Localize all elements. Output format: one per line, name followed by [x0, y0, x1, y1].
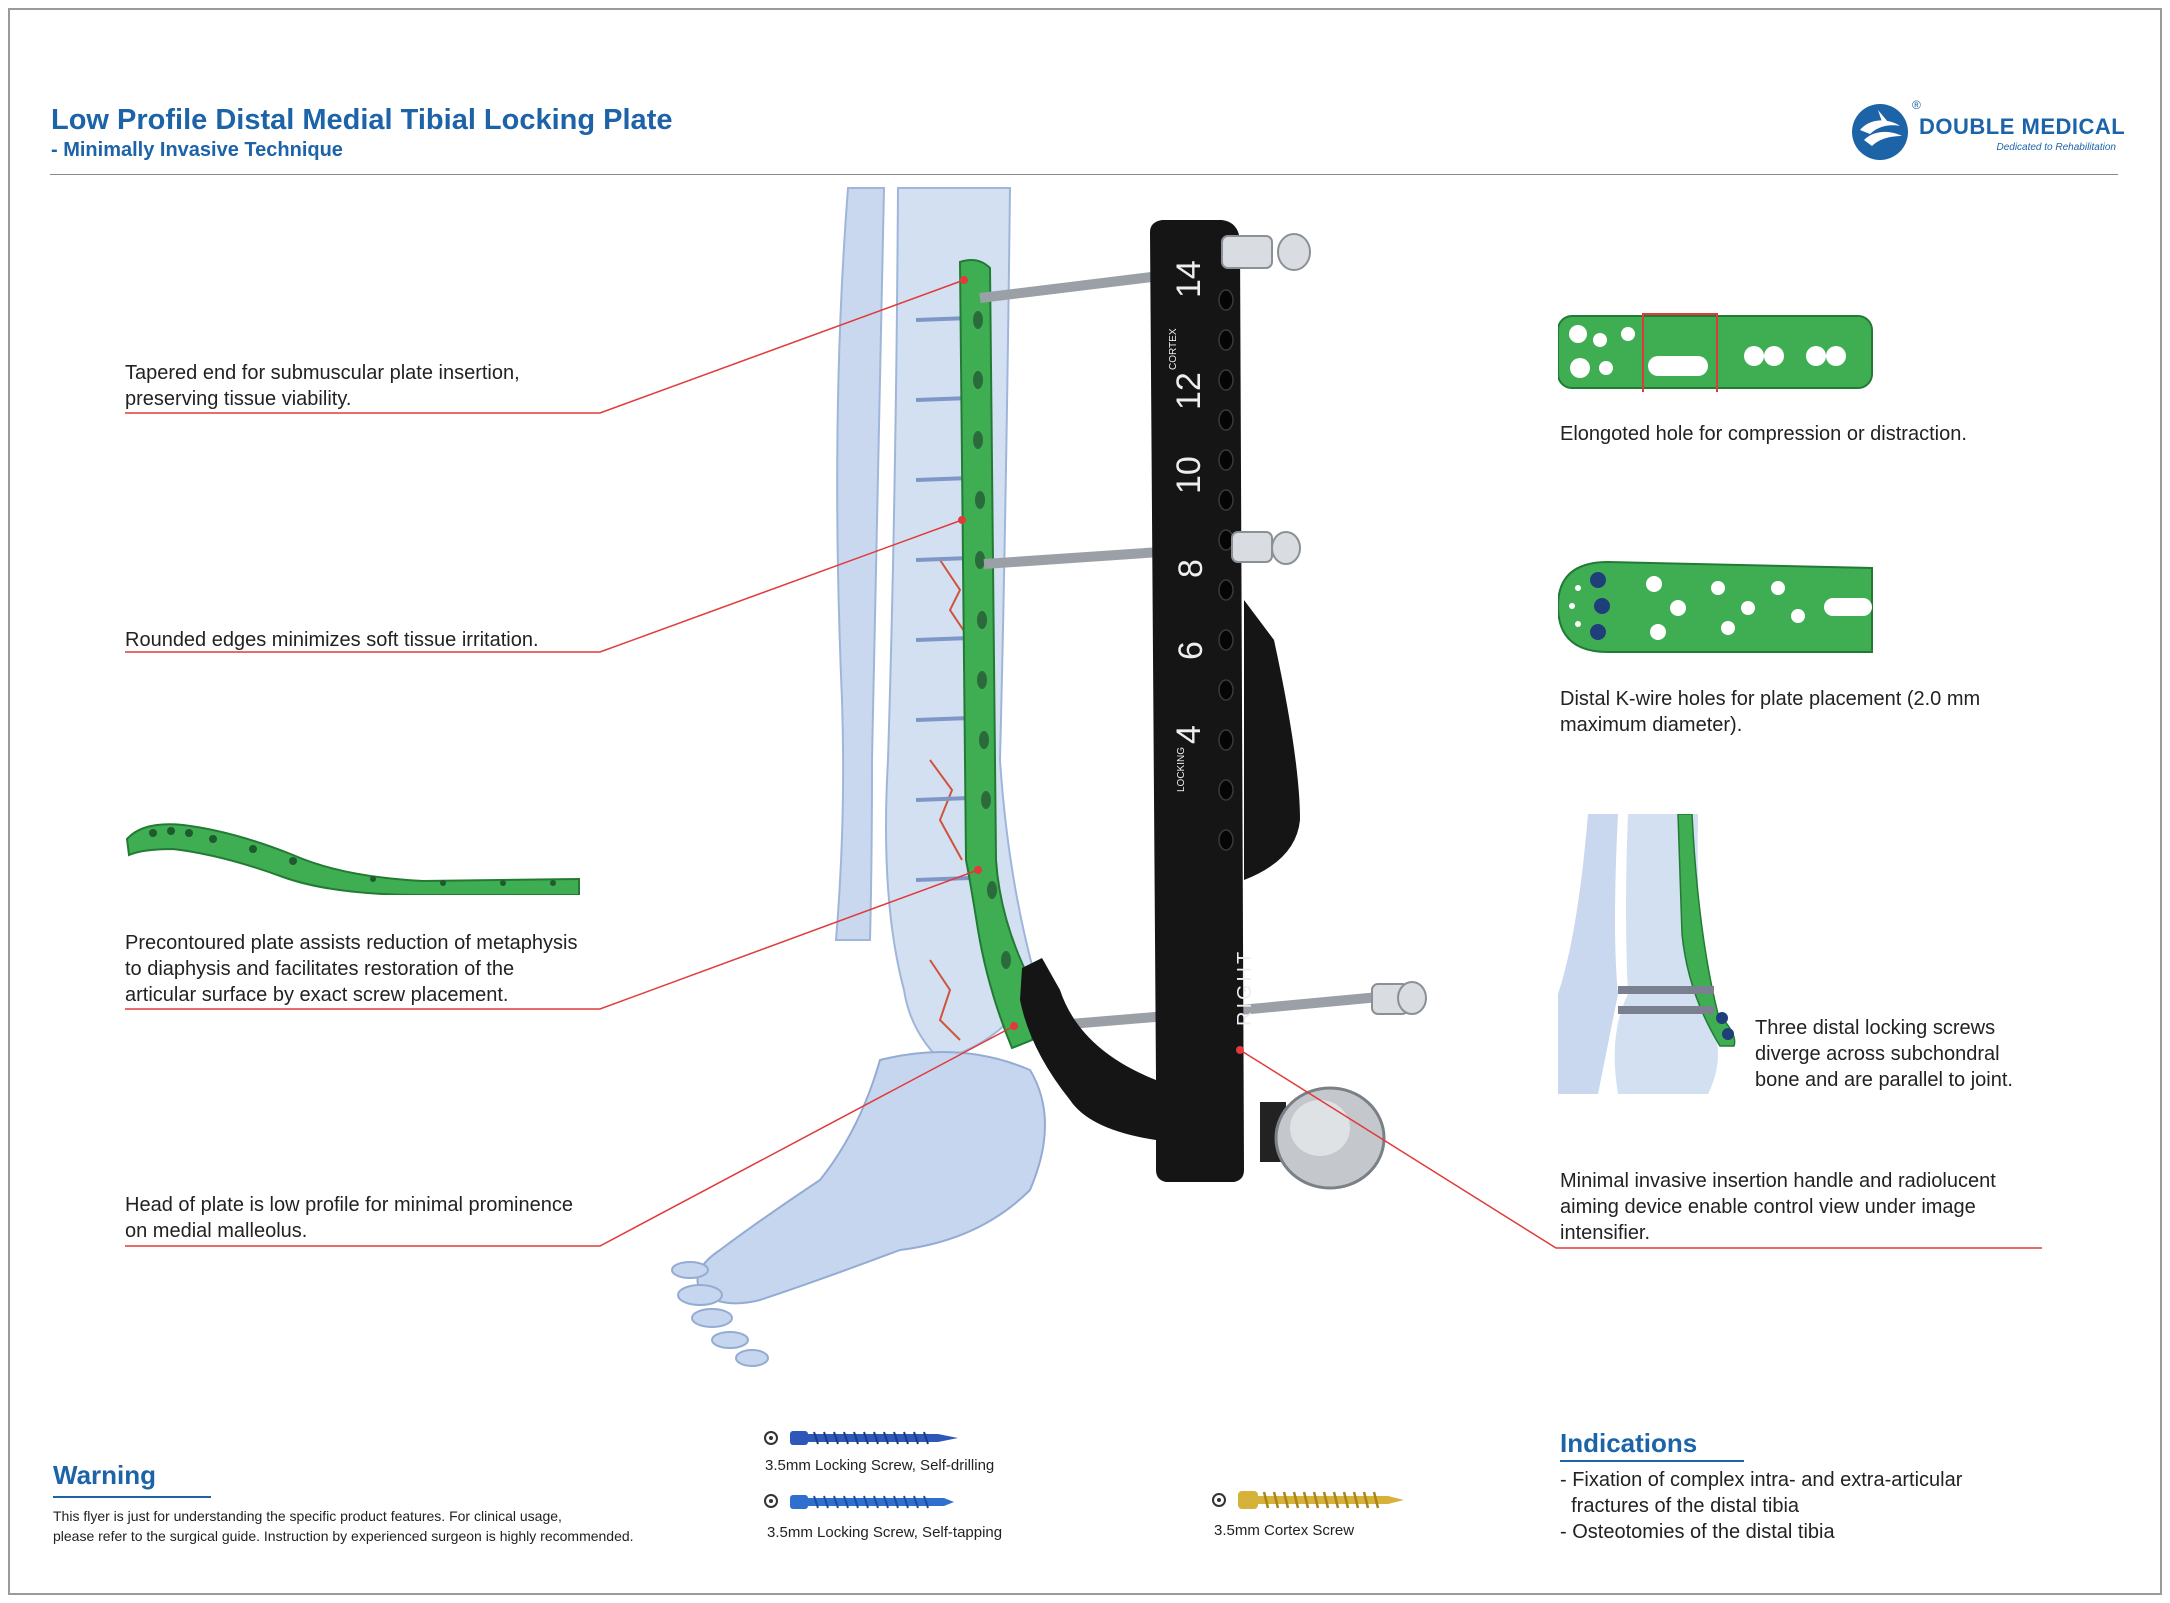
brand-name: DOUBLE MEDICAL — [1919, 114, 2126, 139]
foot-bones — [696, 1051, 1046, 1305]
guide-number-12: 12 — [1170, 372, 1208, 410]
callout-elongated-hole: Elongoted hole for compression or distra… — [1560, 423, 1967, 445]
screw-bullet-self-tapping — [764, 1494, 778, 1508]
locking-screw-self-drilling-icon — [790, 1431, 958, 1445]
guide-locking-label: LOCKING — [1176, 746, 1187, 792]
drill-sleeves — [1221, 233, 1427, 1015]
callout-insertion-handle: Minimal invasive insertion handle and ra… — [1560, 1170, 1996, 1244]
brand-logo: ® DOUBLE MEDICAL Dedicated to Rehabilita… — [1848, 96, 2125, 172]
k-wire-holes-closeup — [1558, 560, 1873, 653]
distal-locking-screws-closeup — [1558, 814, 1748, 1094]
screw-bullet-cortex — [1212, 1493, 1226, 1507]
screw-bullet-self-drilling — [764, 1431, 778, 1445]
lower-long-rod — [1239, 991, 1391, 1015]
guide-number-4: 4 — [1170, 725, 1208, 744]
callout-precontoured: Precontoured plate assists reduction of … — [125, 932, 578, 1006]
page-subtitle: - Minimally Invasive Technique — [51, 139, 343, 161]
callout-tapered-end: Tapered end for submuscular plate insert… — [125, 362, 520, 410]
guide-number-6: 6 — [1172, 641, 1210, 660]
handle-knob — [1260, 1086, 1386, 1190]
screw-label-cortex: 3.5mm Cortex Screw — [1214, 1522, 1355, 1539]
precontoured-plate-side-view — [125, 823, 580, 895]
registered-mark: ® — [1912, 98, 1921, 112]
brand-tagline: Dedicated to Rehabilitation — [1996, 142, 2116, 153]
plate-holes — [973, 311, 1011, 969]
guide-holes — [1218, 289, 1234, 851]
header-divider — [50, 174, 2118, 175]
guide-number-14: 14 — [1170, 260, 1208, 298]
guide-cortex-label: CORTEX — [1168, 328, 1179, 371]
callout-rounded-edges: Rounded edges minimizes soft tissue irri… — [125, 629, 539, 651]
fibula-bone — [834, 187, 886, 941]
locking-screw-self-tapping-icon — [790, 1495, 954, 1509]
warning-title: Warning — [53, 1460, 157, 1490]
guide-side-label: RIGHT — [1234, 948, 1256, 1026]
warning-rule — [53, 1496, 211, 1498]
double-medical-globe-icon — [1852, 104, 1908, 160]
guide-number-8: 8 — [1172, 559, 1210, 578]
screw-label-self-tapping: 3.5mm Locking Screw, Self-tapping — [767, 1524, 1003, 1541]
flyer-frame — [8, 8, 2162, 1595]
warning-text: This flyer is just for understanding the… — [53, 1508, 634, 1544]
toe-bones — [671, 1261, 769, 1367]
callout-distal-locking-screws: Three distal locking screws diverge acro… — [1755, 1017, 2013, 1091]
aiming-guide-arm — [1020, 220, 1244, 1182]
page-title: Low Profile Distal Medial Tibial Locking… — [51, 104, 673, 136]
elongated-hole-closeup — [1558, 313, 1873, 392]
indications-title: Indications — [1560, 1428, 1698, 1458]
callout-k-wire-holes: Distal K-wire holes for plate placement … — [1560, 688, 1981, 736]
guide-side-wing — [1244, 600, 1300, 880]
cortex-screw-icon — [1238, 1491, 1404, 1509]
callout-low-profile-head: Head of plate is low profile for minimal… — [125, 1194, 573, 1242]
indications-list: - Fixation of complex intra- and extra-a… — [1560, 1469, 1963, 1543]
indications-rule — [1560, 1460, 1744, 1462]
guide-number-10: 10 — [1170, 456, 1208, 494]
screw-label-self-drilling: 3.5mm Locking Screw, Self-drilling — [765, 1457, 995, 1474]
